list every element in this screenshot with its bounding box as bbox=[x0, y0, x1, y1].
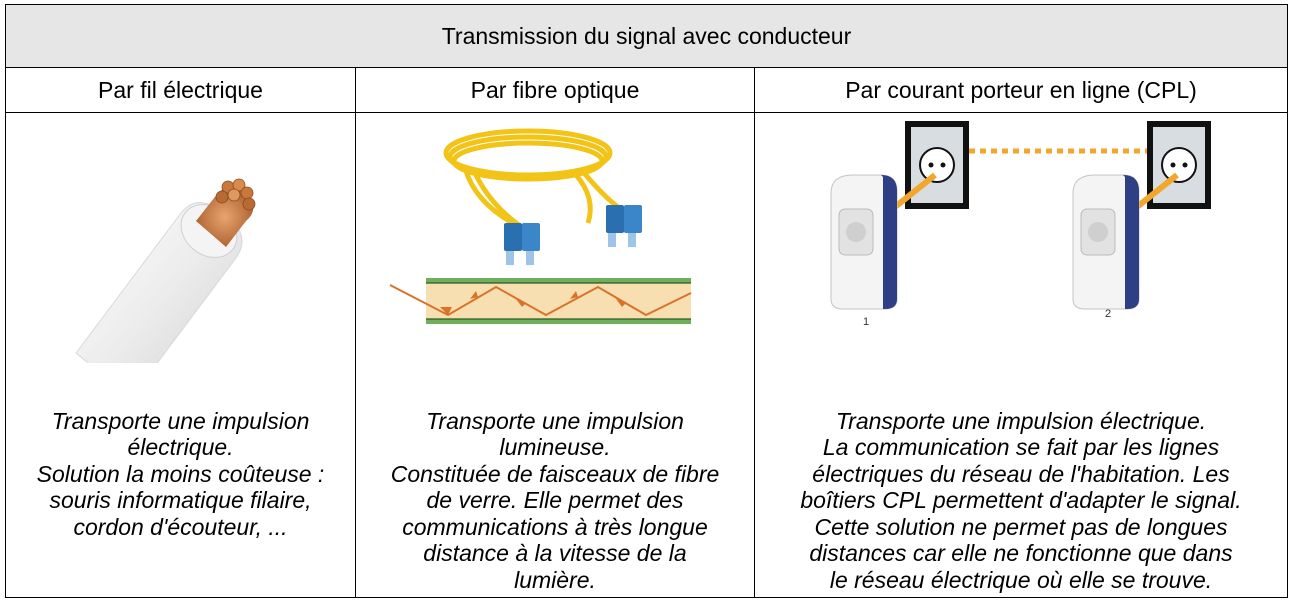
description-line: La communication se fait par les lignes bbox=[822, 434, 1220, 460]
copper-wire-icon bbox=[75, 178, 256, 363]
cpl-description: Transporte une impulsion électrique. La … bbox=[755, 408, 1287, 594]
fiber-description: Transporte une impulsion lumineuse. Cons… bbox=[356, 408, 754, 594]
column-header-wire: Par fil électrique bbox=[5, 67, 356, 113]
description-line: Transporte une impulsion bbox=[51, 407, 310, 434]
table-title: Transmission du signal avec conducteur bbox=[5, 4, 1288, 68]
description-line: Transporte une impulsion électrique. bbox=[835, 407, 1207, 434]
cell-cpl: 1 2 Transporte une impulsion électrique.… bbox=[754, 112, 1288, 598]
title-row: Transmission du signal avec conducteur bbox=[5, 4, 1288, 68]
description-line: boîtiers CPL permettent d'adapter le sig… bbox=[800, 487, 1242, 513]
table-container: Transmission du signal avec conducteur P… bbox=[5, 4, 1288, 601]
wire-description: Transporte une impulsion électrique. Sol… bbox=[6, 408, 355, 594]
description-line: le réseau électrique où elle se trouve. bbox=[829, 566, 1213, 593]
description-line: communications à très longue bbox=[402, 513, 708, 540]
content-row: Transporte une impulsion électrique. Sol… bbox=[5, 112, 1288, 598]
header-row: Par fil électrique Par fibre optique Par… bbox=[5, 67, 1288, 113]
wall-socket-right bbox=[1147, 121, 1211, 209]
description-line: Transporte une impulsion bbox=[426, 407, 684, 434]
column-header-cpl: Par courant porteur en ligne (CPL) bbox=[754, 67, 1288, 113]
cell-wire: Transporte une impulsion électrique. Sol… bbox=[5, 112, 356, 598]
description-line: Cette solution ne permet pas de longues bbox=[814, 513, 1228, 540]
description-line: lumière. bbox=[514, 566, 596, 593]
wall-socket-left bbox=[905, 121, 969, 209]
cpl-adapter-1: 1 bbox=[830, 174, 898, 328]
description-line: cordon d'écouteur, ... bbox=[73, 513, 288, 540]
adapter-label-1: 1 bbox=[863, 316, 869, 328]
transmission-table: Transmission du signal avec conducteur P… bbox=[5, 4, 1288, 598]
description-line: lumineuse. bbox=[499, 434, 611, 460]
description-line: Solution la moins coûteuse : bbox=[36, 460, 325, 487]
optical-fiber-icon bbox=[389, 128, 692, 324]
cell-fiber: Transporte une impulsion lumineuse. Cons… bbox=[355, 112, 755, 598]
cpl-adapter-2: 2 bbox=[1072, 174, 1140, 320]
description-line: distances car elle ne fonctionne que dan… bbox=[809, 540, 1233, 566]
description-line: Constituée de faisceaux de fibre bbox=[390, 460, 720, 487]
description-line: souris informatique filaire, bbox=[49, 487, 312, 513]
adapter-label-2: 2 bbox=[1105, 308, 1111, 320]
cpl-adapters-icon: 1 2 bbox=[830, 121, 1211, 328]
column-header-fiber: Par fibre optique bbox=[355, 67, 755, 113]
description-line: électrique. bbox=[127, 434, 234, 460]
description-line: distance à la vitesse de la bbox=[423, 540, 687, 566]
description-line: électriques du réseau de l'habitation. L… bbox=[812, 460, 1230, 487]
description-line: de verre. Elle permet des bbox=[426, 487, 684, 513]
